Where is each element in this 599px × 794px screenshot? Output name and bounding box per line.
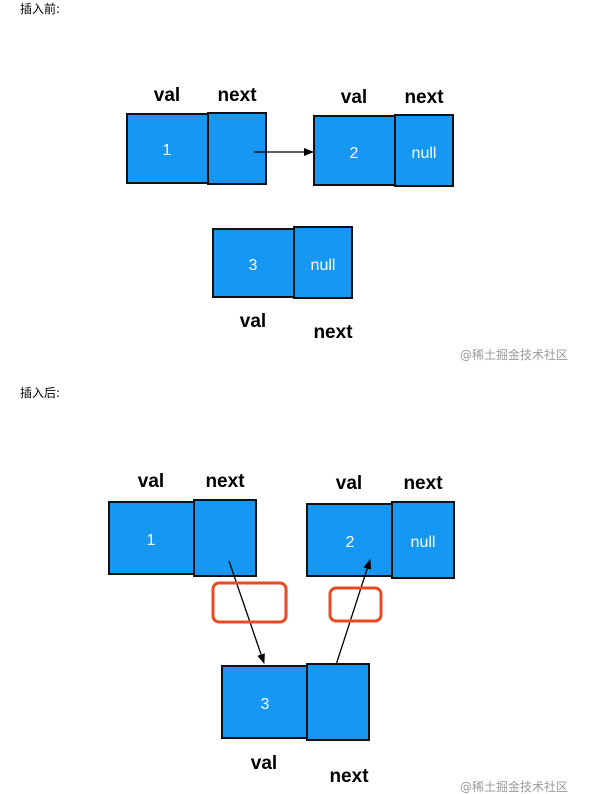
node1-value-after: 1	[147, 532, 156, 549]
node2-after: 2 null	[306, 501, 455, 579]
node2-value-after: 2	[346, 534, 355, 551]
node1-before: 1	[126, 112, 267, 185]
node2-next-cell-after	[391, 501, 455, 579]
node1-val-cell-after	[108, 501, 195, 575]
node3-value-after: 3	[261, 696, 270, 713]
node2-before: 2 null	[313, 114, 454, 187]
label-next-node2-before: next	[404, 87, 444, 108]
label-val-node3-before: val	[240, 311, 266, 332]
label-next-node1-before: next	[217, 85, 257, 106]
node2-next-cell-before	[394, 114, 454, 187]
watermark-bottom: @稀土掘金技术社区	[460, 779, 568, 794]
caption-before: 插入前:	[20, 2, 61, 16]
label-val-node1-before: val	[154, 85, 180, 106]
label-val-node1-after: val	[138, 471, 164, 492]
label-next-node2-after: next	[403, 473, 443, 494]
node2-value-before: 2	[350, 145, 359, 162]
node3-next-cell-after	[306, 663, 370, 741]
node2-null-before: null	[412, 145, 437, 162]
pointer-arrow-1to3-after	[228, 560, 265, 664]
node1-value-before: 1	[163, 142, 172, 159]
watermark-top: @稀土掘金技术社区	[460, 347, 568, 362]
label-val-node2-after: val	[336, 473, 362, 494]
node3-val-cell-after	[221, 665, 308, 739]
pointer-arrow-3to2-after	[335, 559, 372, 666]
label-next-node1-after: next	[205, 471, 245, 492]
node3-next-cell-before	[293, 226, 353, 299]
highlight-box-left	[211, 581, 288, 624]
highlight-box-right	[328, 586, 383, 623]
caption-after: 插入后:	[20, 386, 61, 400]
node3-val-cell-before	[212, 228, 295, 298]
label-next-node3-before: next	[313, 322, 353, 343]
node3-before: 3 null	[212, 226, 353, 299]
label-val-node2-before: val	[341, 87, 367, 108]
node1-val-cell-before	[126, 113, 209, 184]
node3-value-before: 3	[249, 257, 258, 274]
node3-null-before: null	[311, 257, 336, 274]
node3-after: 3	[221, 663, 370, 741]
label-next-node3-after: next	[329, 766, 369, 787]
label-val-node3-after: val	[251, 753, 277, 774]
node1-after: 1	[108, 499, 257, 577]
node2-null-after: null	[411, 534, 436, 551]
node2-val-cell-after	[306, 503, 393, 577]
node1-next-cell-before	[207, 112, 267, 185]
node1-next-cell-after	[193, 499, 257, 577]
